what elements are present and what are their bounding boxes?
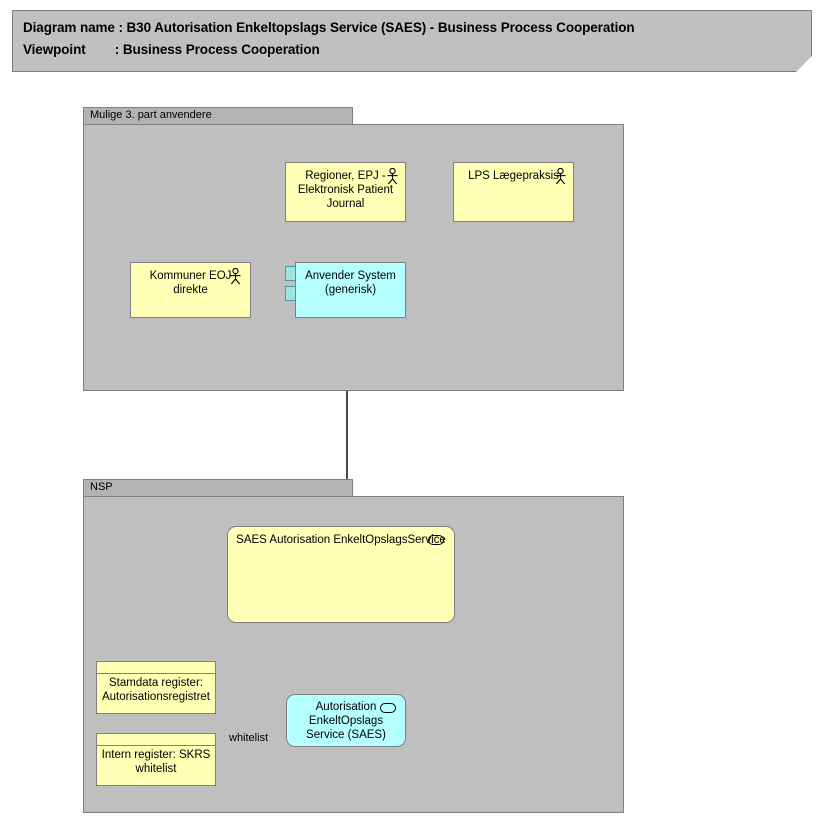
group-nsp-label: NSP <box>90 481 113 493</box>
element-saes-service[interactable]: SAES Autorisation EnkeltOpslagsService <box>227 526 455 623</box>
business-actor-icon <box>230 268 241 285</box>
element-stamdata-register-label: Stamdata register: Autorisationsregistre… <box>101 677 211 704</box>
edge-label-whitelist: whitelist <box>228 732 270 744</box>
group-third-party-label: Mulige 3. part anvendere <box>90 109 212 121</box>
business-actor-icon <box>387 168 398 185</box>
element-kommuner-eoj-label: Kommuner EOJ direkte <box>149 270 232 297</box>
group-nsp-tab: NSP <box>83 479 353 496</box>
element-saes-component[interactable]: Autorisation EnkeltOpslags Service (SAES… <box>286 694 406 747</box>
element-anvender-system-label: Anvender System (generisk) <box>305 270 396 297</box>
group-third-party-tab: Mulige 3. part anvendere <box>83 107 353 124</box>
element-saes-component-label: Autorisation EnkeltOpslags Service (SAES… <box>306 701 386 742</box>
business-actor-icon <box>555 168 566 185</box>
element-kommuner-eoj[interactable]: Kommuner EOJ direkte <box>130 262 251 318</box>
element-lps[interactable]: LPS Lægepraksis <box>453 162 574 222</box>
diagram-title-note: Diagram name : B30 Autorisation Enkeltop… <box>12 10 812 72</box>
data-object-strip <box>97 745 215 746</box>
group-third-party[interactable]: Mulige 3. part anvendere <box>83 107 624 391</box>
data-object-strip <box>97 673 215 674</box>
element-intern-register-label: Intern register: SKRS whitelist <box>101 749 211 776</box>
diagram-name-line: Diagram name : B30 Autorisation Enkeltop… <box>23 20 635 35</box>
element-regioner-epj-label: Regioner, EPJ - Elektronisk Patient Jour… <box>297 170 394 211</box>
element-stamdata-register[interactable]: Stamdata register: Autorisationsregistre… <box>96 661 216 714</box>
application-service-icon <box>380 703 396 713</box>
element-intern-register[interactable]: Intern register: SKRS whitelist <box>96 733 216 786</box>
element-regioner-epj[interactable]: Regioner, EPJ - Elektronisk Patient Jour… <box>285 162 406 222</box>
element-lps-label: LPS Lægepraksis <box>468 170 559 182</box>
application-service-icon <box>428 535 444 545</box>
element-saes-service-label: SAES Autorisation EnkeltOpslagsService <box>236 534 446 546</box>
element-anvender-system[interactable]: Anvender System (generisk) <box>295 262 406 318</box>
viewpoint-line: Viewpoint : Business Process Cooperation <box>23 42 320 57</box>
